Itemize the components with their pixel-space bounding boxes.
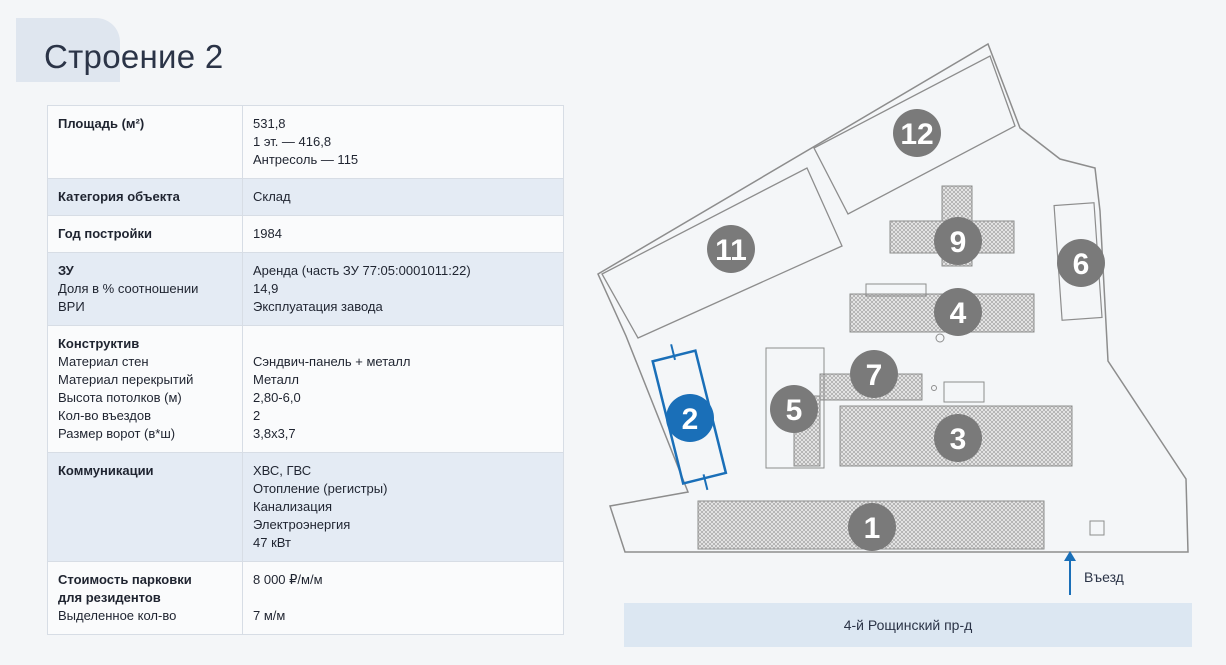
svg-text:12: 12	[900, 118, 933, 151]
entry-label: Въезд	[1084, 569, 1124, 585]
land-use: Эксплуатация завода	[253, 299, 383, 314]
svg-text:7: 7	[866, 359, 883, 392]
ceiling-height-label: Высота потолков (м)	[58, 390, 182, 405]
road-label: 4-й Рощинский пр-д	[624, 603, 1192, 647]
category-label-cell: Категория объекта	[47, 178, 243, 216]
table-row-parking: Стоимость парковки для резидентов Выделе…	[47, 561, 564, 635]
area-value-cell: 531,8 1 эт. — 416,8 Антресоль — 115	[242, 105, 564, 179]
building-4-top	[865, 283, 927, 297]
title-decoration	[16, 18, 120, 82]
table-row-category: Категория объекта Склад	[47, 178, 564, 216]
svg-text:3: 3	[950, 423, 967, 456]
parking-cost-label: Стоимость парковки	[58, 572, 192, 587]
marker-5[interactable]: 5	[770, 385, 818, 433]
land-label-cell: ЗУ Доля в % соотношении ВРИ	[47, 252, 243, 326]
entries-count-label: Кол-во въездов	[58, 408, 151, 423]
marker-3[interactable]: 3	[934, 414, 982, 462]
area-total: 531,8	[253, 116, 286, 131]
parking-cost: 8 000 ₽/м/м	[253, 572, 323, 587]
year-label: Год постройки	[58, 226, 152, 241]
svg-text:5: 5	[786, 394, 803, 427]
comms-power-value: 47 кВт	[253, 535, 291, 550]
comms-label-cell: Коммуникации	[47, 452, 243, 562]
site-plan-map: 1 2 3 4 5 6 7 9 11 12	[597, 42, 1189, 553]
land-share: 14,9	[253, 281, 279, 296]
marker-11[interactable]: 11	[707, 225, 755, 273]
info-table: Площадь (м²) 531,8 1 эт. — 416,8 Антресо…	[47, 105, 564, 635]
wall-material-label: Материал стен	[58, 354, 149, 369]
area-label: Площадь (м²)	[58, 116, 145, 131]
comms-heating: Отопление (регистры)	[253, 481, 388, 496]
entries-count: 2	[253, 408, 261, 423]
page-title: Строение 2	[44, 38, 224, 75]
marker-9[interactable]: 9	[934, 217, 982, 265]
svg-text:9: 9	[950, 226, 967, 259]
gate-size-label: Размер ворот (в*ш)	[58, 426, 176, 441]
comms-power: Электроэнергия	[253, 517, 351, 532]
gate-size: 3,8х3,7	[253, 426, 296, 441]
small-structure	[1089, 520, 1105, 536]
marker-4[interactable]: 4	[934, 288, 982, 336]
construct-heading: Конструктив	[58, 336, 140, 351]
construct-label-cell: Конструктив Материал стен Материал перек…	[47, 325, 243, 453]
table-row-year: Год постройки 1984	[47, 215, 564, 253]
construct-value-cell: Сэндвич-панель + металл Металл 2,80-6,0 …	[242, 325, 564, 453]
table-row-land: ЗУ Доля в % соотношении ВРИ Аренда (част…	[47, 252, 564, 326]
svg-text:11: 11	[715, 234, 747, 267]
svg-text:1: 1	[864, 512, 881, 545]
marker-6[interactable]: 6	[1057, 239, 1105, 287]
land-label: ЗУ	[58, 263, 74, 278]
building-5-outline	[765, 347, 825, 469]
parking-count-label: Выделенное кол-во	[58, 608, 177, 623]
area-mezzanine: Антресоль — 115	[253, 152, 359, 167]
comms-value-cell: ХВС, ГВС Отопление (регистры) Канализаци…	[242, 452, 564, 562]
marker-2[interactable]: 2	[666, 394, 714, 442]
table-row-area: Площадь (м²) 531,8 1 эт. — 416,8 Антресо…	[47, 105, 564, 179]
table-row-comms: Коммуникации ХВС, ГВС Отопление (регистр…	[47, 452, 564, 562]
land-use-label: ВРИ	[58, 299, 85, 314]
comms-water: ХВС, ГВС	[253, 463, 312, 478]
parking-value-cell: 8 000 ₽/м/м 7 м/м	[242, 561, 564, 635]
entry-arrow-icon	[1064, 551, 1076, 595]
year-value: 1984	[242, 215, 564, 253]
site-boundary	[597, 42, 1189, 553]
parking-residents-label: для резидентов	[58, 590, 161, 605]
floor-material-label: Материал перекрытий	[58, 372, 194, 387]
land-share-label: Доля в % соотношении	[58, 281, 199, 296]
parking-count: 7 м/м	[253, 608, 286, 623]
comms-sewer: Канализация	[253, 499, 332, 514]
marker-1[interactable]: 1	[848, 503, 896, 551]
year-label-cell: Год постройки	[47, 215, 243, 253]
table-row-construct: Конструктив Материал стен Материал перек…	[47, 325, 564, 453]
land-lease: Аренда (часть ЗУ 77:05:0001011:22)	[253, 263, 471, 278]
marker-7[interactable]: 7	[850, 350, 898, 398]
area-label-cell: Площадь (м²)	[47, 105, 243, 179]
svg-text:2: 2	[682, 403, 699, 436]
comms-label: Коммуникации	[58, 463, 154, 478]
svg-text:4: 4	[950, 297, 967, 330]
parking-label-cell: Стоимость парковки для резидентов Выделе…	[47, 561, 243, 635]
land-value-cell: Аренда (часть ЗУ 77:05:0001011:22) 14,9 …	[242, 252, 564, 326]
wall-material: Сэндвич-панель + металл	[253, 354, 411, 369]
area-floor1: 1 эт. — 416,8	[253, 134, 332, 149]
building-4-dot	[935, 333, 945, 343]
building-11-outline	[601, 167, 843, 339]
building-12-outline	[813, 55, 1016, 215]
ceiling-height: 2,80-6,0	[253, 390, 301, 405]
category-value: Склад	[242, 178, 564, 216]
marker-12[interactable]: 12	[893, 109, 941, 157]
category-label: Категория объекта	[58, 189, 180, 204]
floor-material: Металл	[253, 372, 299, 387]
svg-text:6: 6	[1073, 248, 1090, 281]
small-dot	[931, 385, 937, 391]
building-7-annex	[943, 381, 985, 403]
